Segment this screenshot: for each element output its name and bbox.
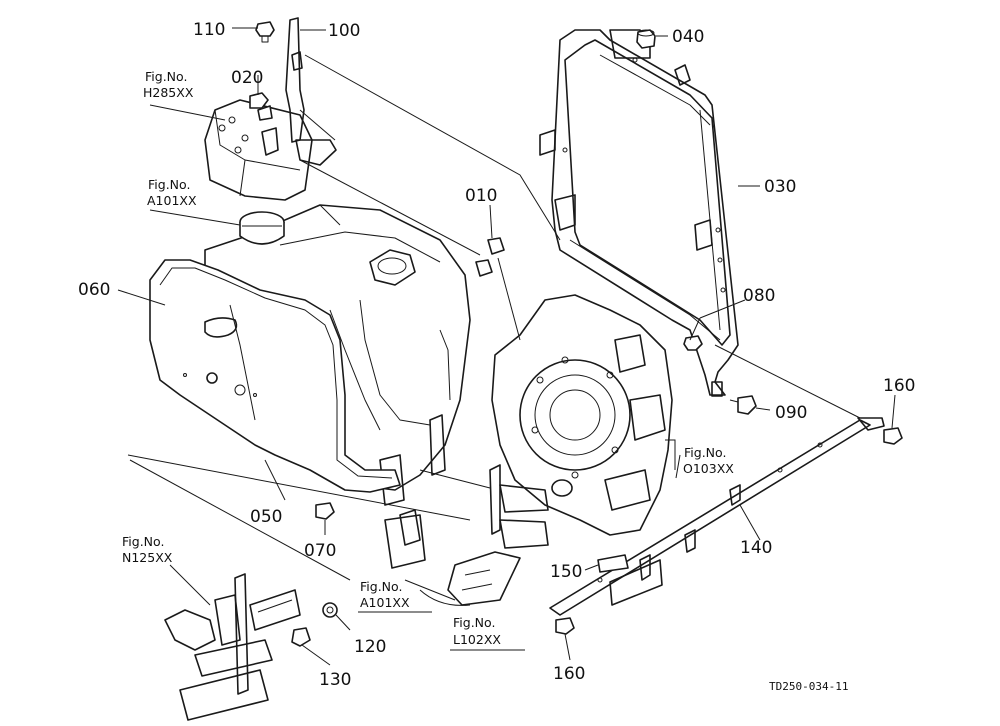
bolt-130: [291, 627, 311, 647]
callout-110: 110: [193, 20, 225, 40]
callout-100: 100: [328, 21, 360, 41]
figref-o103-line2: O103XX: [683, 461, 734, 476]
lower-bracket: [384, 464, 549, 606]
figref-h285-line1: Fig.No.: [145, 69, 187, 84]
tank-cover-060: [149, 259, 401, 493]
figref-o103: Fig.No. O103XX: [683, 445, 734, 476]
bolt-110: [255, 21, 275, 43]
drawing-code: TD250-034-11: [769, 680, 848, 693]
callout-030: 030: [764, 177, 796, 197]
flywheel-housing: [491, 294, 673, 536]
bolt-090: [729, 395, 757, 415]
fuel-cap: [239, 211, 285, 245]
mount-block-020: [204, 92, 313, 201]
callout-130: 130: [319, 670, 351, 690]
nut-120: [322, 602, 338, 618]
callout-080: 080: [743, 286, 775, 306]
callout-150: 150: [550, 562, 582, 582]
callout-040: 040: [672, 27, 704, 47]
callout-140: 140: [740, 538, 772, 558]
callout-120: 120: [354, 637, 386, 657]
callout-060: 060: [78, 280, 110, 300]
callout-050: 050: [250, 507, 282, 527]
figref-a101-top: Fig.No. A101XX: [147, 177, 197, 208]
figref-n125: Fig.No. N125XX: [122, 534, 173, 565]
bracket-100: [285, 17, 337, 166]
figref-n125-line1: Fig.No.: [122, 534, 164, 549]
figref-l102-line1: Fig.No.: [453, 615, 495, 630]
part-150: [597, 554, 629, 573]
figref-a101-bottom-line2: A101XX: [360, 595, 410, 610]
figref-a101-top-line1: Fig.No.: [148, 177, 190, 192]
figref-h285: Fig.No. H285XX: [143, 69, 194, 100]
figref-n125-line2: N125XX: [122, 550, 173, 565]
callout-010: 010: [465, 186, 497, 206]
lower-frame: [164, 573, 301, 721]
bush-010: [475, 237, 505, 277]
callout-020: 020: [231, 68, 263, 88]
bolt-070: [315, 502, 335, 520]
leader-lines: [117, 27, 896, 666]
figref-a101-top-line2: A101XX: [147, 193, 197, 208]
rubber-cap-040: [636, 29, 656, 49]
callout-090: 090: [775, 403, 807, 423]
figref-a101-bottom: Fig.No. A101XX: [358, 579, 432, 613]
figref-l102: Fig.No. L102XX: [450, 615, 525, 651]
radiator-frame-030: [539, 29, 739, 397]
figref-h285-line2: H285XX: [143, 85, 194, 100]
callout-070: 070: [304, 541, 336, 561]
stay-140: [549, 417, 885, 616]
callout-160-top: 160: [883, 376, 915, 396]
figref-l102-line2: L102XX: [453, 632, 501, 647]
bolt-160-b: [555, 617, 575, 635]
bolt-080: [683, 335, 703, 351]
figref-a101-bottom-line1: Fig.No.: [360, 579, 402, 594]
figref-o103-line1: Fig.No.: [684, 445, 726, 460]
callout-160-bottom: 160: [553, 664, 585, 684]
bolt-160-a: [883, 427, 903, 445]
